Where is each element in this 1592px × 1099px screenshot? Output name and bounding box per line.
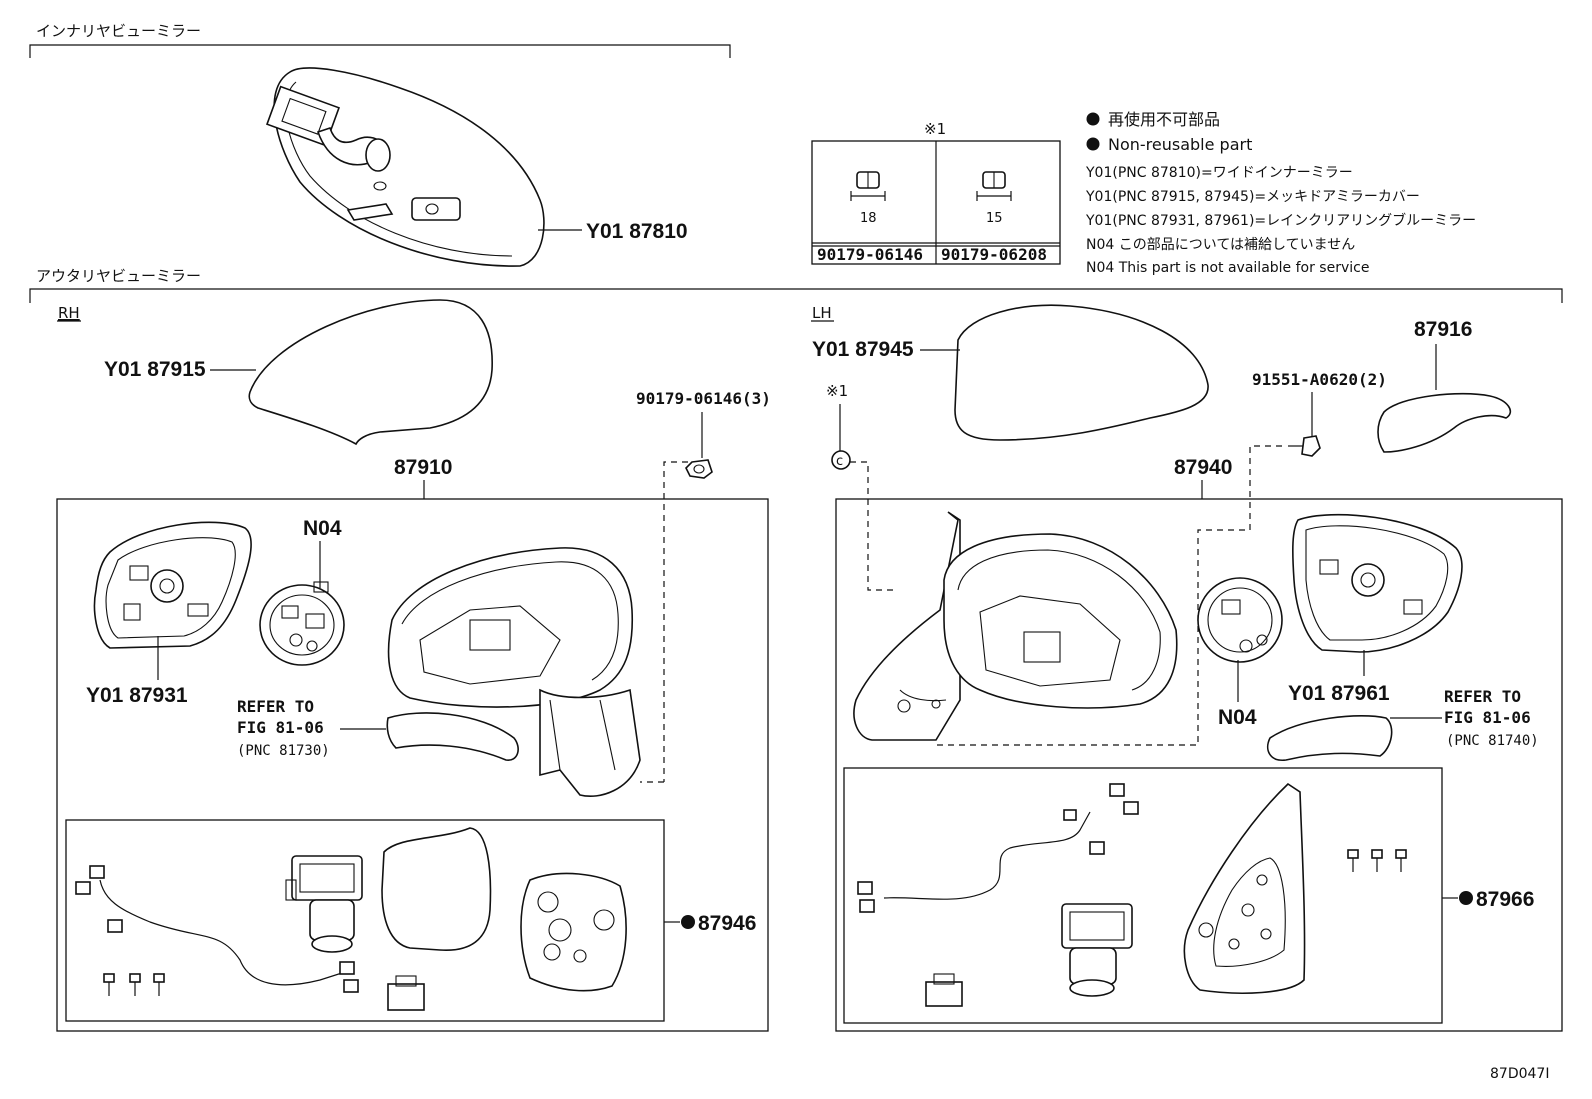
rh-assembly-box <box>56 498 769 1032</box>
legend-bullet-jp <box>1086 112 1100 126</box>
label-lh-n04: N04 <box>1218 706 1257 729</box>
legend-note-1: Y01(PNC 87810)=ワイドインナーミラー <box>1085 165 1353 181</box>
label-lh-mark: ※1 <box>826 382 848 400</box>
label-rh-nut: 90179-06146(3) <box>636 389 771 408</box>
label-lh-glass: Y01 87961 <box>1288 682 1390 705</box>
figure-code: 87D047I <box>1490 1066 1549 1082</box>
rh-nut <box>685 459 713 479</box>
rh-refer-line2: FIG 81-06 <box>237 718 324 737</box>
rh-connector <box>387 975 425 1011</box>
section-bracket-outer <box>29 288 1563 303</box>
rh-mirror-glass <box>93 521 252 649</box>
label-lh-part: 87916 <box>1414 318 1472 341</box>
legend-note-2: Y01(PNC 87915, 87945)=メッキドアミラーカバー <box>1085 189 1420 205</box>
section-outer-mirror: アウタリヤビューミラー <box>36 267 201 285</box>
lh-assembly-box <box>835 498 1563 1032</box>
rh-refer-line1: REFER TO <box>237 697 314 716</box>
lh-actuator <box>1197 577 1283 663</box>
lh-base-plate <box>1183 782 1306 994</box>
lh-motor <box>1061 903 1133 997</box>
label-rh-glass: Y01 87931 <box>86 684 188 707</box>
bolt-part-2: 90179-06208 <box>941 245 1047 264</box>
bolt-part-1: 90179-06146 <box>817 245 923 264</box>
lh-bracket-part <box>1377 392 1512 453</box>
label-rh-assy: 87910 <box>394 456 452 479</box>
lh-screws <box>1347 849 1407 872</box>
lh-mirror-glass <box>1292 513 1463 653</box>
legend-note-4: N04 この部品については補給していません <box>1086 237 1355 253</box>
lh-sub-bullet <box>1459 891 1473 905</box>
rh-turn-signal <box>386 712 519 761</box>
lh-turn-signal <box>1266 714 1393 761</box>
rh-subassembly-box <box>65 819 665 1022</box>
lh-nut <box>831 450 851 470</box>
lh-wire-harness <box>857 783 1139 913</box>
lh-subassembly-box <box>843 767 1443 1024</box>
svg-text:c: c <box>836 454 843 469</box>
bolt-size-table <box>811 140 1061 265</box>
lh-refer-line1: REFER TO <box>1444 687 1521 706</box>
section-inner-mirror: インナリヤビューミラー <box>36 22 201 40</box>
legend-jp: 再使用不可部品 <box>1108 110 1220 129</box>
lh-refer-line3: (PNC 81740) <box>1446 733 1539 749</box>
rh-mirror-housing <box>387 547 641 797</box>
legend-en: Non-reusable part <box>1108 135 1252 154</box>
lh-screw <box>1288 435 1321 457</box>
label-lh-cover: Y01 87945 <box>812 338 914 361</box>
lh-connector <box>925 973 963 1007</box>
rh-motor <box>285 855 363 953</box>
rh-base-plate <box>520 872 627 992</box>
lh-refer-line2: FIG 81-06 <box>1444 708 1531 727</box>
bolt-size-1: 18 <box>860 211 877 226</box>
lh-label: LH <box>812 304 832 322</box>
lh-mirror-cover <box>954 304 1209 441</box>
section-bracket-inner <box>29 44 731 58</box>
label-lh-screw: 91551-A0620(2) <box>1252 370 1387 389</box>
rh-actuator <box>259 581 345 666</box>
label-lh-assy: 87940 <box>1174 456 1232 479</box>
label-inner-mirror: Y01 87810 <box>586 220 688 243</box>
bolt-size-2: 15 <box>986 211 1003 226</box>
bolt-table-mark: ※1 <box>924 120 946 138</box>
rh-screws <box>103 973 165 996</box>
legend-bullet-en <box>1086 137 1100 151</box>
legend-note-3: Y01(PNC 87931, 87961)=レインクリアリングブルーミラー <box>1085 212 1476 229</box>
label-lh-sub: 87966 <box>1476 888 1534 911</box>
rh-label: RH <box>58 304 80 322</box>
lh-mirror-housing <box>853 511 1178 741</box>
legend-note-5: N04 This part is not available for servi… <box>1086 260 1369 276</box>
rh-refer-line3: (PNC 81730) <box>237 743 330 759</box>
inner-mirror-drawing <box>266 67 582 267</box>
label-rh-sub: 87946 <box>698 912 756 935</box>
label-rh-cover: Y01 87915 <box>104 358 206 381</box>
label-rh-n04: N04 <box>303 517 342 540</box>
rh-base-cover <box>381 827 492 951</box>
rh-mirror-cover <box>248 299 493 446</box>
rh-wire-harness <box>75 865 359 993</box>
rh-sub-bullet <box>681 915 695 929</box>
